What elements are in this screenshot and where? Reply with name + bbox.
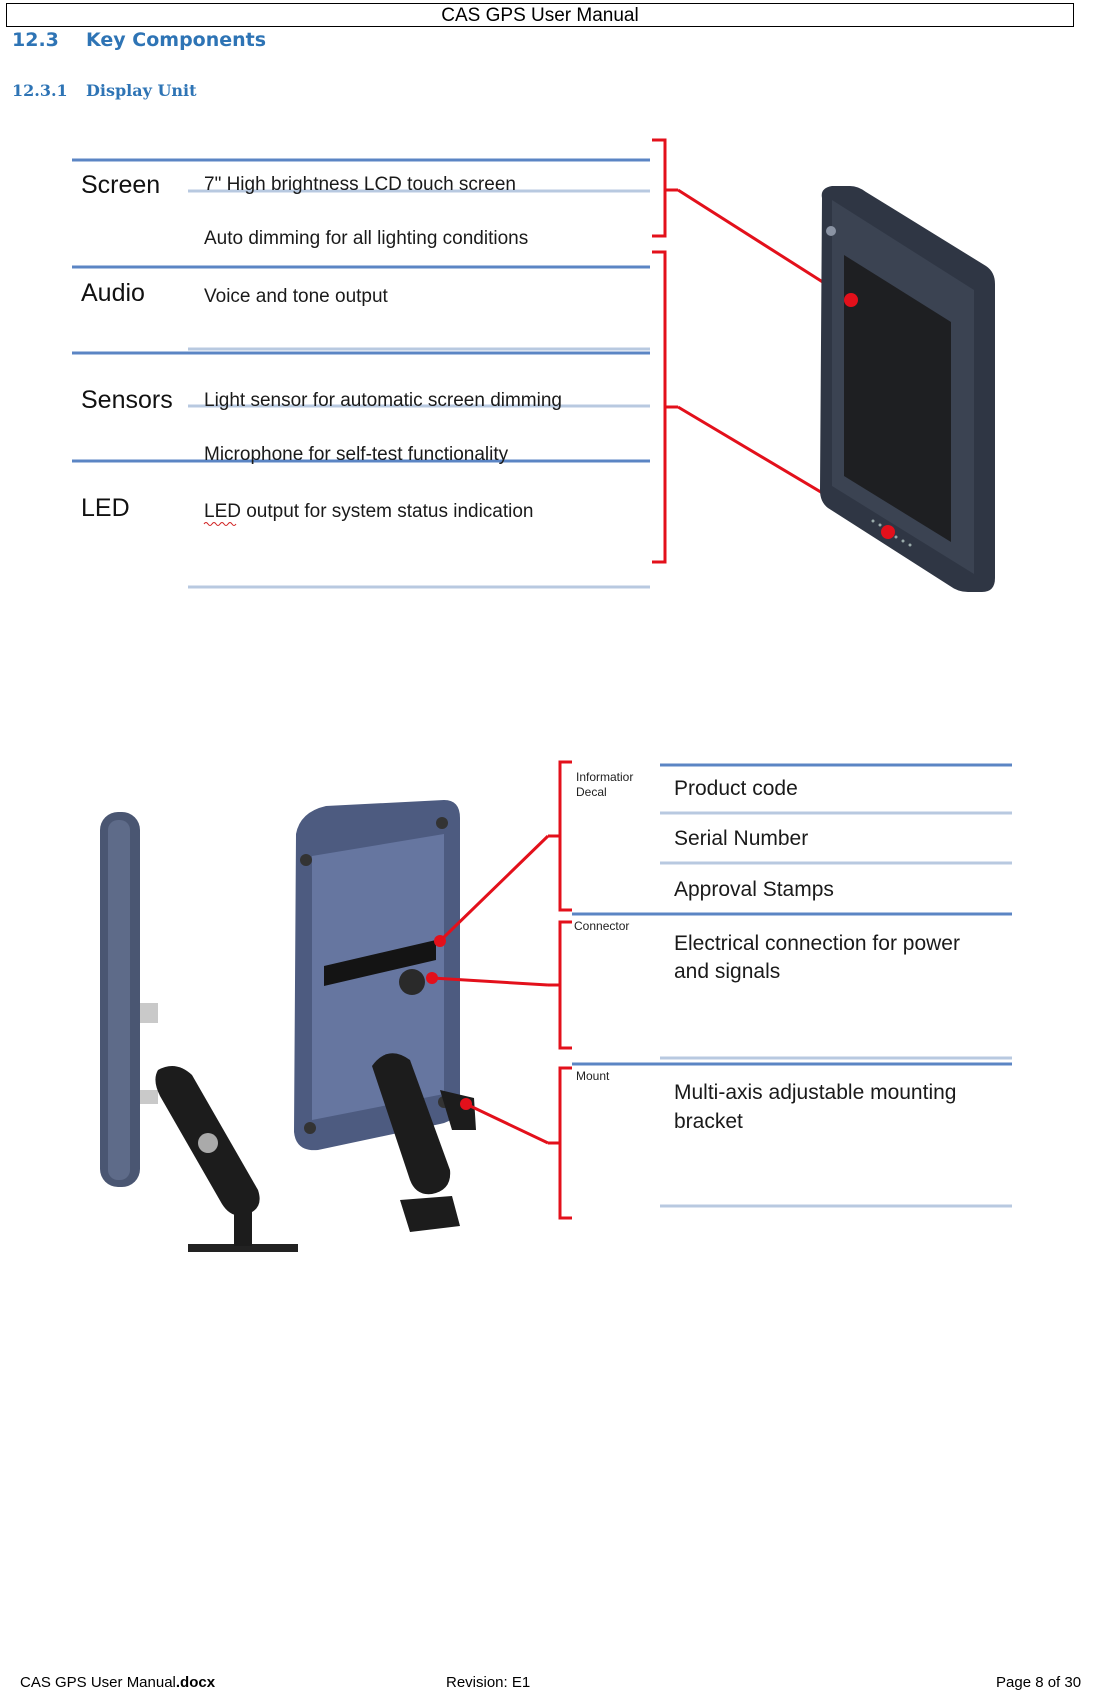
row-line-led-1: LED output for system status indication [204, 501, 534, 522]
subsection-number: 12.3.1 [12, 81, 68, 100]
display-unit-side-illustration [100, 812, 298, 1252]
decal-item-approval-stamps: Approval Stamps [674, 878, 834, 901]
section-heading: 12.3 Key Components [12, 29, 266, 51]
front-view-figure: Screen 7" High brightness LCD touch scre… [72, 138, 995, 592]
rear-view-figure: Informatior Decal Product code Serial Nu… [100, 760, 1012, 1252]
row-category-screen: Screen [81, 171, 160, 199]
display-unit-front-illustration [820, 186, 995, 592]
row-line-sensors-2: Microphone for self-test functionality [204, 444, 509, 465]
row-category-audio: Audio [81, 279, 145, 307]
decal-item-serial-number: Serial Number [674, 827, 808, 850]
group-label-mount: Mount [576, 1069, 610, 1083]
footer-doc-name: CAS GPS User Manual.docx [20, 1674, 215, 1691]
subsection-heading: 12.3.1 Display Unit [12, 81, 197, 100]
row-category-led: LED [81, 494, 130, 522]
rear-callout-brackets [431, 760, 572, 1220]
footer-doc-ext: .docx [175, 1674, 216, 1691]
rear-table-rules [572, 763, 1012, 1208]
mount-item-line-2: bracket [674, 1110, 743, 1133]
group-label-decal-2: Decal [576, 785, 607, 799]
row-category-sensors: Sensors [81, 386, 173, 414]
spellcheck-underline [203, 522, 237, 526]
row-line-audio-1: Voice and tone output [204, 286, 389, 307]
display-unit-rear-illustration [294, 800, 476, 1232]
front-table-rules [72, 158, 650, 589]
group-label-decal-1: Informatior [576, 770, 633, 784]
section-number: 12.3 [12, 29, 59, 51]
footer-doc-title: CAS GPS User Manual [20, 1674, 176, 1691]
subsection-title: Display Unit [86, 81, 197, 100]
decal-item-product-code: Product code [674, 777, 798, 800]
footer-revision: Revision: E1 [446, 1674, 531, 1691]
row-line-screen-1: 7" High brightness LCD touch screen [204, 174, 516, 195]
connector-item-line-1: Electrical connection for power [674, 932, 960, 955]
running-header: CAS GPS User Manual [6, 3, 1074, 27]
row-line-screen-2: Auto dimming for all lighting conditions [204, 228, 528, 249]
mount-item-line-1: Multi-axis adjustable mounting [674, 1081, 956, 1104]
connector-item-line-2: and signals [674, 960, 780, 983]
footer-page-number: Page 8 of 30 [996, 1674, 1082, 1691]
section-title: Key Components [86, 29, 267, 51]
group-label-connector: Connector [574, 919, 629, 933]
row-line-sensors-1: Light sensor for automatic screen dimmin… [204, 390, 562, 411]
